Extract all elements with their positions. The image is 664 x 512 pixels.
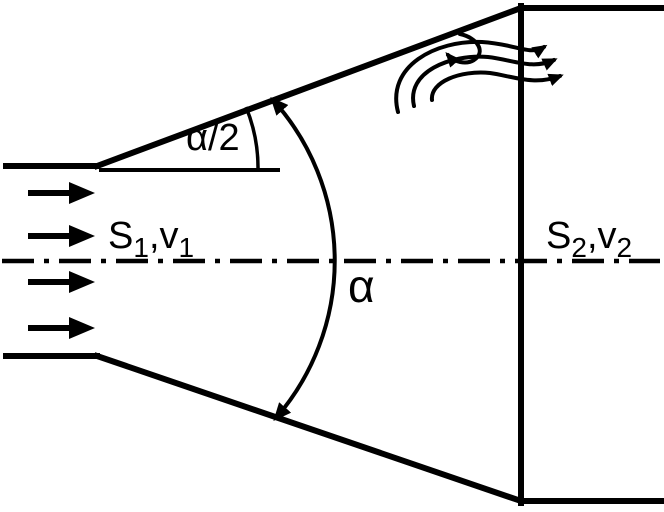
half-angle-label: α/2 [186, 117, 240, 159]
full-angle-label: α [348, 260, 375, 312]
outlet-label: S2,v2 [546, 215, 632, 263]
vortex-streamline [430, 70, 564, 102]
inlet-label: S1,v1 [108, 215, 194, 263]
half-angle-arc [244, 106, 260, 171]
vortex-streamline [411, 54, 558, 108]
full-angle-arc [270, 97, 337, 422]
vortex-streamline [394, 39, 548, 114]
diffuser-wall-top [93, 4, 525, 170]
diffuser-wall-bottom [93, 352, 525, 505]
vortex-curl [445, 32, 482, 68]
